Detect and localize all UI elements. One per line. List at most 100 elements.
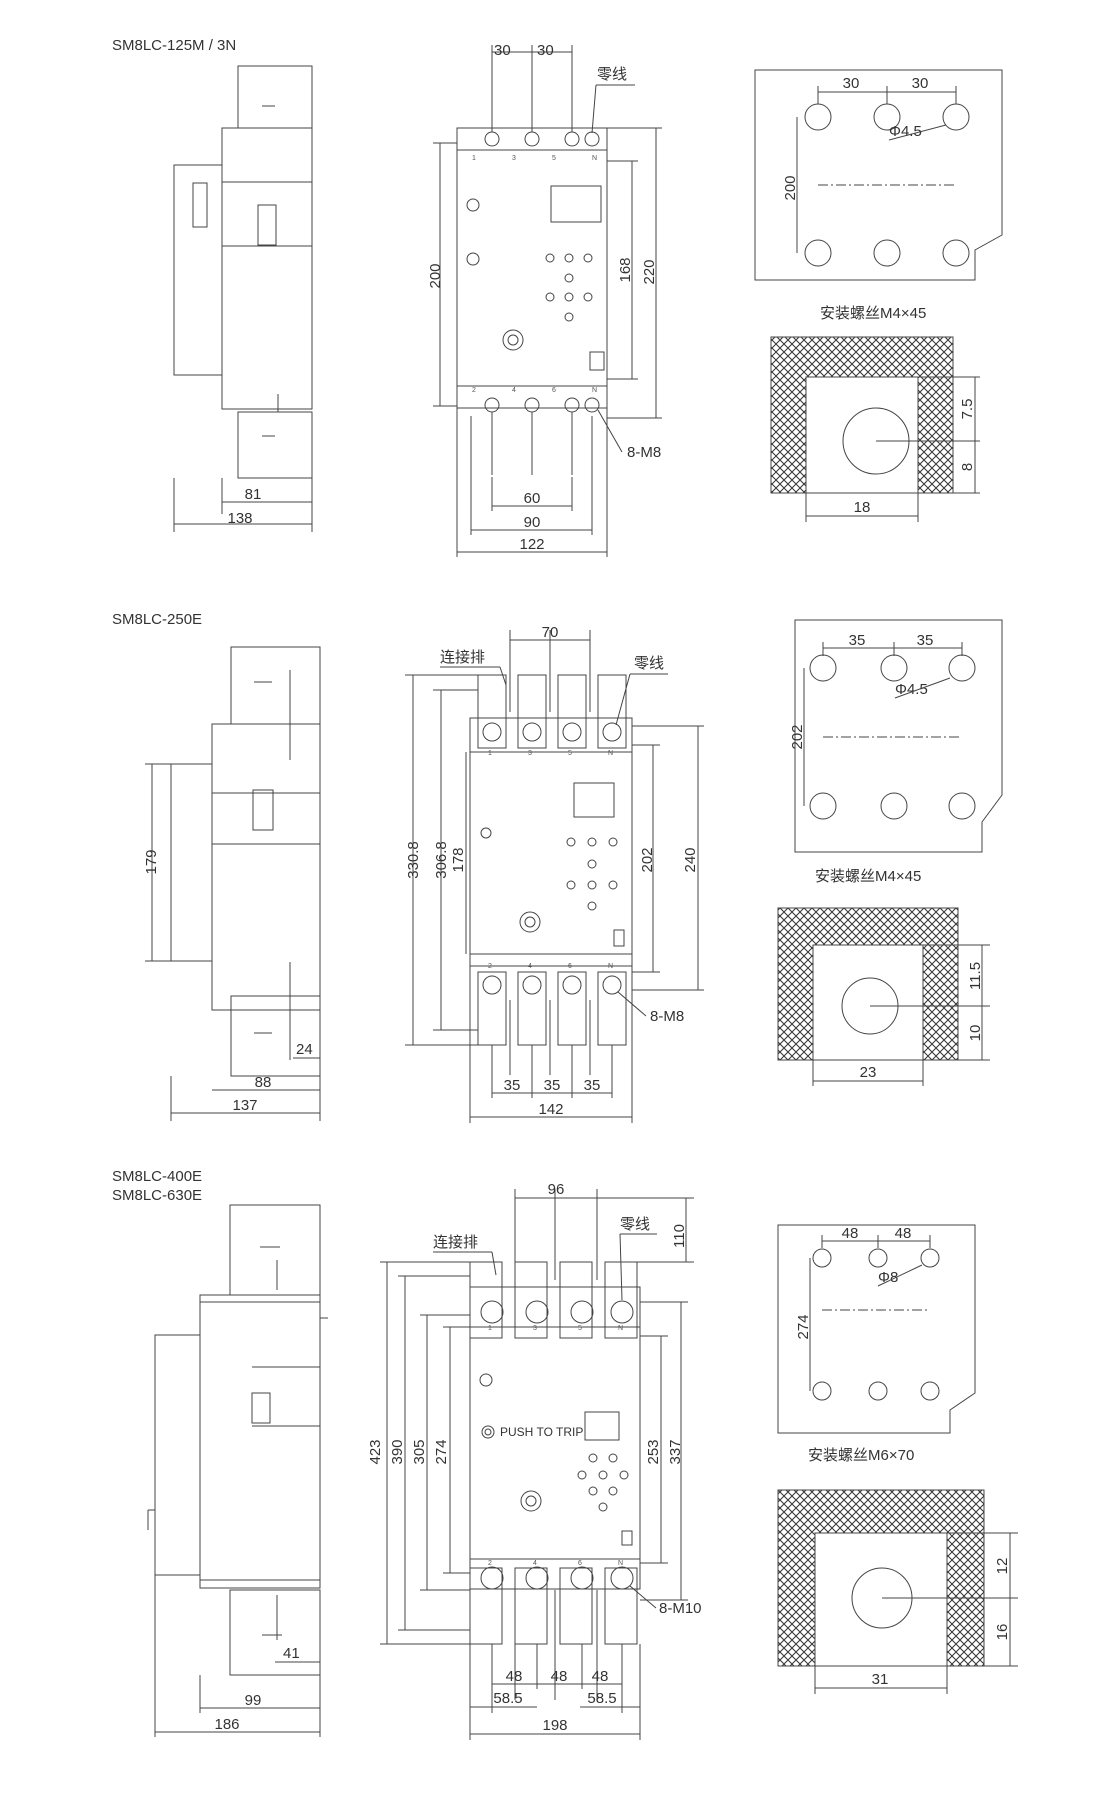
front-view-1: 30 30 零线 200 168 220 8-M8 60 90 122 1 3 <box>427 42 662 557</box>
busbar-h-bot: 16 <box>994 1624 1011 1641</box>
dim-30a: 30 <box>494 42 511 59</box>
mount-caption: 安装螺丝M4×45 <box>815 868 921 885</box>
terminal-bottom-4: 4 <box>533 1560 537 1567</box>
mount-caption: 安装螺丝M6×70 <box>808 1447 914 1464</box>
dim-306: 306.8 <box>433 841 450 879</box>
terminal-bottom-n: N <box>592 387 597 394</box>
pitch-3: 48 <box>592 1668 609 1685</box>
dim-70: 70 <box>542 624 559 641</box>
terminal-top-n: N <box>592 155 597 162</box>
dim-41: 41 <box>283 1645 300 1662</box>
busbar-h-top: 12 <box>994 1558 1011 1575</box>
model-title: SM8LC-400E <box>112 1168 202 1185</box>
dim-253: 253 <box>645 1439 662 1464</box>
dim-99: 99 <box>245 1692 262 1709</box>
pitch-2: 48 <box>551 1668 568 1685</box>
dim-58a: 58.5 <box>493 1690 522 1707</box>
dim-330: 330.8 <box>405 841 422 879</box>
terminal-top-1: 1 <box>488 750 492 757</box>
pitch-1: 35 <box>504 1077 521 1094</box>
dim-168: 168 <box>617 257 634 282</box>
push-to-trip-label: PUSH TO TRIP <box>500 1425 583 1439</box>
terminal-bottom-6: 6 <box>568 963 572 970</box>
model-title: SM8LC-250E <box>112 611 202 628</box>
mount-hole: Φ4.5 <box>895 681 928 698</box>
busbar-h-top: 7.5 <box>959 399 976 420</box>
busbar-h-top: 11.5 <box>967 962 984 990</box>
dim-390: 390 <box>389 1439 406 1464</box>
terminal-top-n: N <box>608 750 613 757</box>
busbar-detail-3: 12 16 31 <box>777 1489 1018 1694</box>
mount-height: 274 <box>795 1314 812 1339</box>
dim-198: 198 <box>542 1717 567 1734</box>
bus-label: 连接排 <box>440 649 485 666</box>
dim-337: 337 <box>667 1439 684 1464</box>
dim-30b: 30 <box>537 42 554 59</box>
model-title: SM8LC-125M / 3N <box>112 37 236 54</box>
dim-60: 60 <box>524 490 541 507</box>
section-2: SM8LC-250E 179 24 88 137 <box>112 611 1003 1123</box>
mount-hole: Φ8 <box>878 1269 898 1286</box>
mount-plate-1: 30 30 200 Φ4.5 安装螺丝M4×45 <box>754 69 1003 322</box>
dim-142: 142 <box>538 1101 563 1118</box>
neutral-label: 零线 <box>620 1216 650 1233</box>
dim-274: 274 <box>433 1439 450 1464</box>
dim-96: 96 <box>548 1181 565 1198</box>
screw-label: 8-M8 <box>627 444 661 461</box>
screw-label: 8-M8 <box>650 1008 684 1025</box>
screw-label: 8-M10 <box>659 1600 702 1617</box>
dim-24: 24 <box>296 1041 313 1058</box>
dim-88: 88 <box>255 1074 272 1091</box>
dim-81: 81 <box>245 486 262 503</box>
busbar-width: 18 <box>854 499 871 516</box>
terminal-top-1: 1 <box>472 155 476 162</box>
busbar-detail-1: 7.5 8 18 <box>770 336 980 522</box>
terminal-top-5: 5 <box>568 750 572 757</box>
terminal-top-3: 3 <box>533 1325 537 1332</box>
terminal-top-3: 3 <box>512 155 516 162</box>
mount-pitch-a: 48 <box>842 1225 859 1242</box>
terminal-top-5: 5 <box>578 1325 582 1332</box>
terminal-bottom-4: 4 <box>512 387 516 394</box>
dim-202: 202 <box>639 847 656 872</box>
terminal-bottom-6: 6 <box>578 1560 582 1567</box>
side-view-3: 41 99 186 <box>147 1204 328 1737</box>
neutral-label: 零线 <box>597 66 627 83</box>
dim-200: 200 <box>427 263 444 288</box>
mount-height: 200 <box>782 175 799 200</box>
bus-label: 连接排 <box>433 1234 478 1251</box>
mount-pitch-b: 35 <box>917 632 934 649</box>
model-subtitle: SM8LC-630E <box>112 1187 202 1204</box>
mount-plate-2: 35 35 202 Φ4.5 安装螺丝M4×45 <box>789 619 1003 885</box>
neutral-label: 零线 <box>634 655 664 672</box>
terminal-bottom-2: 2 <box>472 387 476 394</box>
terminal-bottom-n: N <box>618 1560 623 1567</box>
busbar-h-bot: 10 <box>967 1025 984 1042</box>
pitch-2: 35 <box>544 1077 561 1094</box>
terminal-top-3: 3 <box>528 750 532 757</box>
terminal-top-5: 5 <box>552 155 556 162</box>
busbar-detail-2: 11.5 10 23 <box>777 907 990 1086</box>
terminal-bottom-2: 2 <box>488 963 492 970</box>
terminal-bottom-n: N <box>608 963 613 970</box>
mount-pitch-b: 48 <box>895 1225 912 1242</box>
mount-caption: 安装螺丝M4×45 <box>820 305 926 322</box>
section-3: SM8LC-400E SM8LC-630E 41 99 186 <box>112 1168 1018 1740</box>
dim-110: 110 <box>671 1224 688 1248</box>
mount-pitch-a: 35 <box>849 632 866 649</box>
front-view-3: PUSH TO TRIP 96 110 连接排 零线 423 <box>367 1181 702 1740</box>
mount-pitch-a: 30 <box>843 75 860 92</box>
pitch-3: 35 <box>584 1077 601 1094</box>
mount-plate-3: 48 48 274 Φ8 安装螺丝M6×70 <box>777 1224 976 1464</box>
busbar-width: 31 <box>872 1671 889 1688</box>
terminal-top-1: 1 <box>488 1325 492 1332</box>
terminal-bottom-4: 4 <box>528 963 532 970</box>
busbar-h-bot: 8 <box>959 463 976 471</box>
side-view-2: 179 24 88 137 <box>143 646 321 1121</box>
dim-90: 90 <box>524 514 541 531</box>
dim-186: 186 <box>214 1716 239 1733</box>
dim-220: 220 <box>641 259 658 284</box>
dim-179: 179 <box>143 849 160 874</box>
dim-58b: 58.5 <box>587 1690 616 1707</box>
